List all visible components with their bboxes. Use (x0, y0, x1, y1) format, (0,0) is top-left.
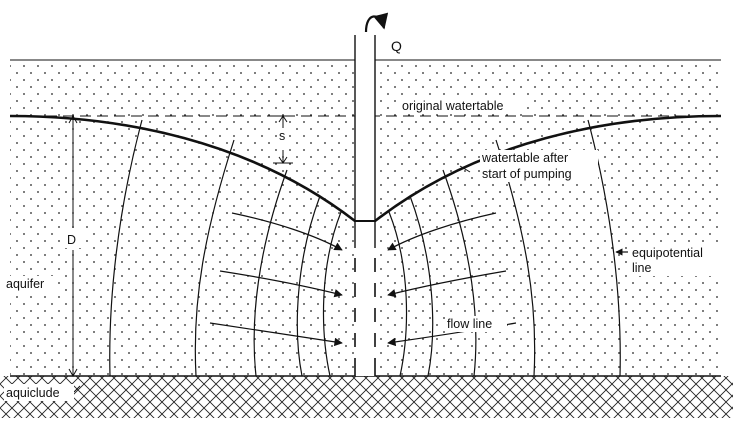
flow-line-right-2 (387, 270, 507, 298)
aquifer-label: aquifer (6, 277, 44, 291)
watertable-after-label-line2: start of pumping (482, 167, 572, 181)
equipotential-line-left-1 (109, 119, 143, 377)
equipotential-line-left-2 (194, 139, 235, 377)
d-label: D (67, 233, 76, 247)
q-label: Q (391, 38, 402, 54)
aquiclude-layer (0, 376, 733, 418)
s-label-bg (277, 128, 289, 144)
aquiclude-label-bg (4, 384, 74, 401)
flow-line-right-1 (387, 212, 497, 251)
original-watertable-label-bg (398, 97, 526, 114)
flow-line-left-1 (231, 212, 343, 251)
equipotential-line-left-4 (296, 195, 321, 377)
equipotential-line-left-5 (322, 211, 342, 377)
aquiclude-label: aquiclude (6, 386, 60, 400)
equipotential-label-line2: line (632, 261, 652, 275)
d-label-bg (64, 230, 82, 248)
well-screen (354, 258, 376, 376)
well-pipe-white (355, 35, 375, 376)
equipotential-line-right-1 (388, 211, 408, 377)
watertable-after-label-bg (480, 150, 598, 182)
flow-lines (209, 212, 517, 347)
drawdown-s-dimension (273, 115, 293, 164)
aquiclude-label-leader (73, 385, 81, 393)
flow-line-label: flow line (447, 317, 492, 331)
equipotential-line-right-3 (442, 169, 477, 377)
flow-line-left-2 (219, 270, 343, 298)
flow-line-label-bg (445, 316, 507, 332)
original-watertable-label: original watertable (402, 99, 503, 113)
equipotential-line-left-3 (253, 169, 288, 377)
aquifer-depth-d-dimension (68, 114, 78, 378)
equipotential-label-bg (630, 244, 720, 276)
equipotential-label-line1: equipotential (632, 246, 703, 260)
watertable-after-label-line1: watertable after (481, 151, 568, 165)
s-label: s (279, 129, 285, 143)
flow-line-left-3 (209, 322, 343, 347)
equipotential-lines (109, 119, 621, 377)
equipotential-line-right-2 (409, 195, 434, 377)
discharge-arrow (364, 12, 389, 33)
aquifer-label-bg (4, 276, 58, 292)
watertable-label-leader (459, 165, 471, 173)
